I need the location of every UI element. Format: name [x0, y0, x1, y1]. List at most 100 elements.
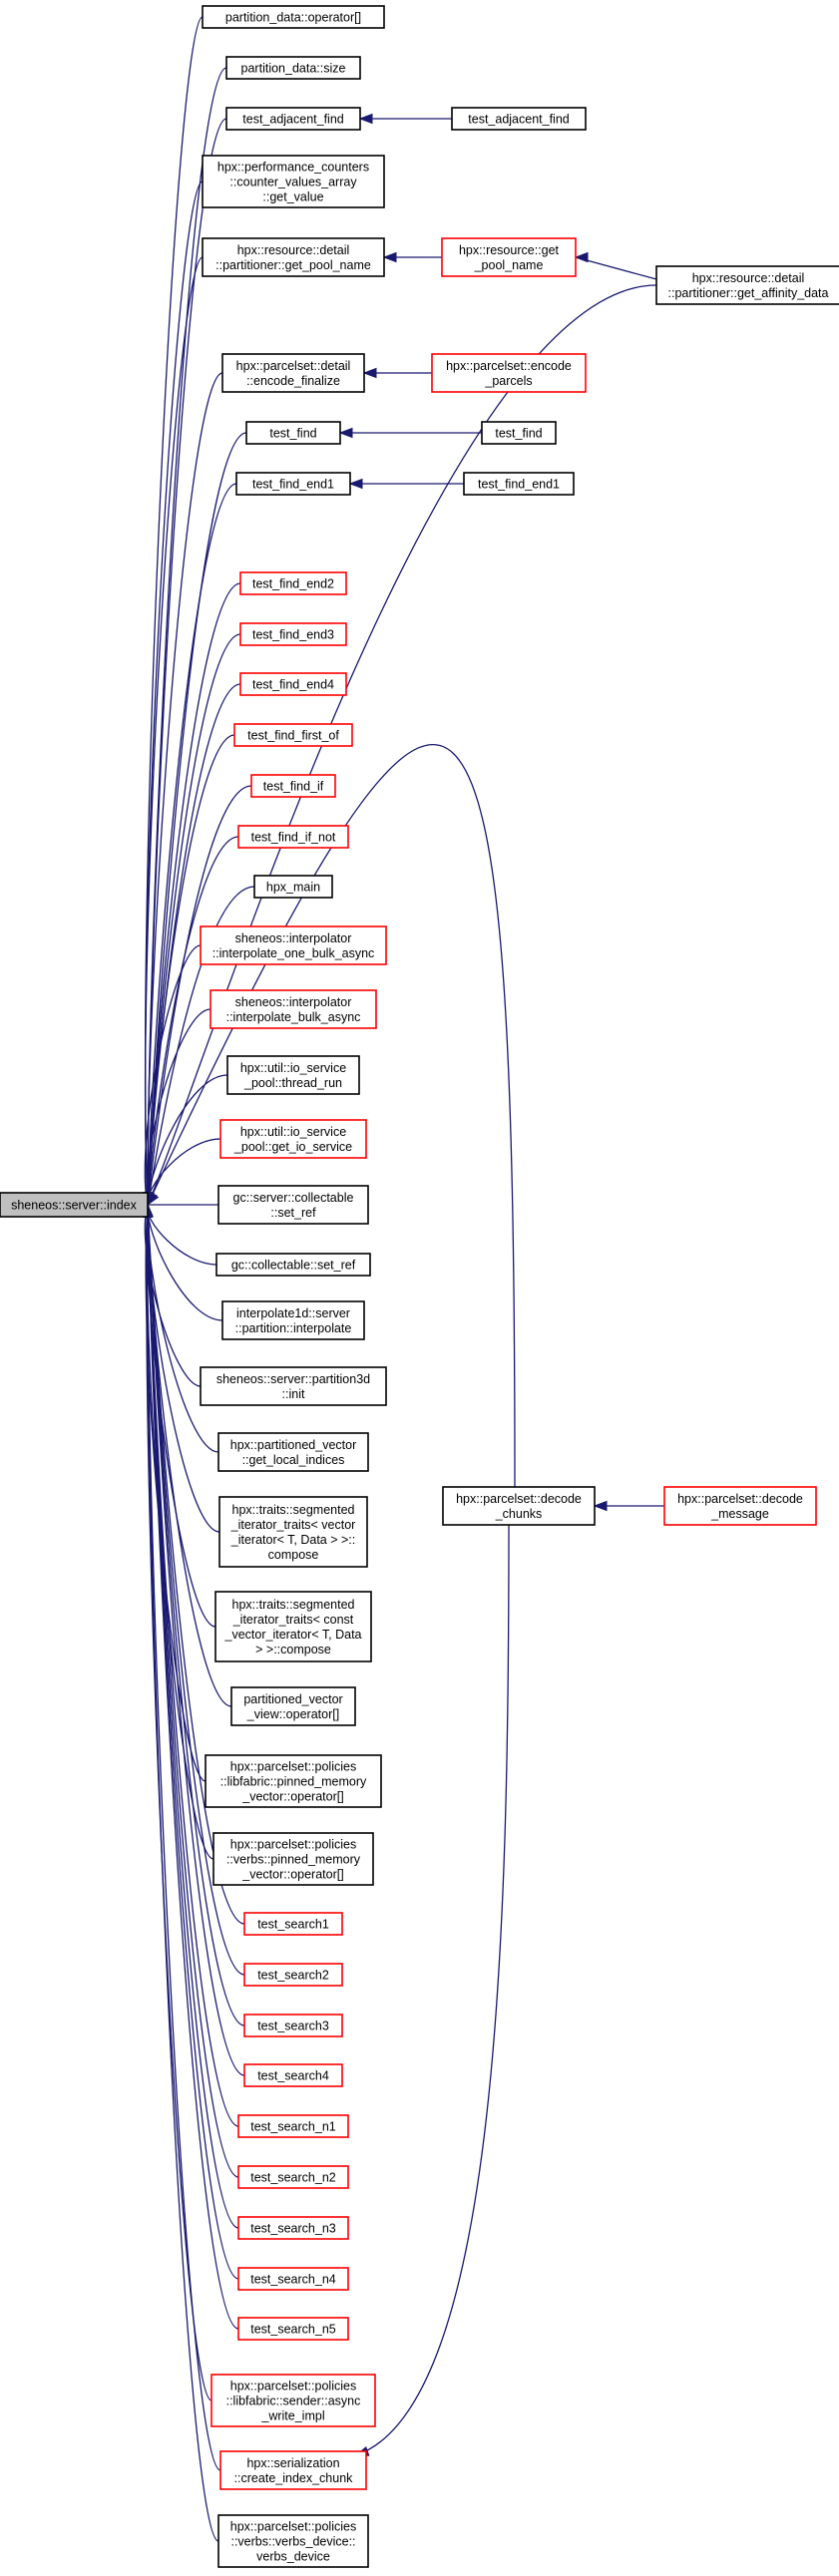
node-box — [230, 1686, 356, 1726]
node-libfabric-async-write[interactable]: hpx::parcelset::policies::libfabric::sen… — [210, 2374, 376, 2427]
edge-line — [146, 1204, 217, 1266]
node-root[interactable]: sheneos::server::index — [0, 1192, 149, 1218]
node-test-find-end3[interactable]: test_find_end3 — [239, 622, 347, 646]
node-test-adj-caller[interactable]: test_adjacent_find — [451, 107, 587, 131]
node-test-find-end4[interactable]: test_find_end4 — [239, 672, 347, 696]
node-partition-size[interactable]: partition_data::size — [225, 56, 361, 80]
node-label: test_search_n5 — [250, 2323, 336, 2337]
node-label: ::set_ref — [270, 1206, 316, 1220]
edge-n_perf_counter-to-root — [142, 181, 204, 1207]
node-box — [212, 1832, 374, 1886]
node-label: partitioned_vector — [243, 1692, 342, 1706]
node-test-find-end1[interactable]: test_find_end1 — [235, 472, 351, 496]
node-interp-bulk[interactable]: sheneos::interpolator::interpolate_bulk_… — [210, 989, 377, 1029]
node-perf-counter[interactable]: hpx::performance_counters::counter_value… — [202, 155, 385, 208]
node-box — [226, 1055, 360, 1095]
node-create-index-chunk[interactable]: hpx::serialization::create_index_chunk — [219, 2450, 367, 2490]
node-box — [217, 1185, 369, 1225]
node-decode-message[interactable]: hpx::parcelset::decode_message — [663, 1486, 817, 1526]
node-label: hpx::parcelset::policies — [230, 1838, 356, 1852]
node-verbs-pinned[interactable]: hpx::parcelset::policies::verbs::pinned_… — [212, 1832, 374, 1886]
node-label: ::partitioner::get_affinity_data — [668, 286, 829, 300]
node-label: _message — [710, 1507, 769, 1521]
node-seg-iter2[interactable]: hpx::traits::segmented_iterator_traits< … — [214, 1591, 372, 1662]
node-label: hpx::serialization — [246, 2456, 339, 2470]
node-io-get-service[interactable]: hpx::util::io_service_pool::get_io_servi… — [219, 1119, 367, 1159]
edge-line — [144, 944, 202, 1206]
node-box — [217, 2514, 369, 2568]
node-label: test_find_end1 — [252, 478, 334, 492]
node-test-find[interactable]: test_find — [245, 421, 341, 445]
node-test-search-n2[interactable]: test_search_n2 — [237, 2165, 349, 2189]
edge-n_test_find_caller-to-n_test_find — [338, 427, 482, 439]
node-partition-op[interactable]: partition_data::operator[] — [202, 5, 385, 29]
node-box — [235, 472, 351, 496]
node-box — [663, 1486, 817, 1526]
node-io-thread-run[interactable]: hpx::util::io_service_pool::thread_run — [226, 1055, 360, 1095]
node-label: test_find — [269, 427, 316, 441]
node-test-search2[interactable]: test_search2 — [243, 1963, 343, 1987]
node-box — [215, 1253, 371, 1277]
node-box — [463, 472, 575, 496]
node-label: sheneos::server::index — [11, 1199, 138, 1213]
node-test-search3[interactable]: test_search3 — [243, 2014, 343, 2037]
node-box — [221, 353, 365, 393]
node-encode-finalize[interactable]: hpx::parcelset::detail::encode_finalize — [221, 353, 365, 393]
node-hpx-main[interactable]: hpx_main — [253, 875, 333, 899]
node-label: _vector_iterator< T, Data — [224, 1628, 362, 1642]
node-test-adj[interactable]: test_adjacent_find — [225, 107, 361, 131]
node-box — [237, 2114, 349, 2138]
edge-line — [147, 836, 239, 1206]
node-box — [655, 265, 839, 305]
node-label: sheneos::server::partition3d — [216, 1372, 370, 1386]
node-seg-iter1[interactable]: hpx::traits::segmented_iterator_traits< … — [218, 1496, 368, 1568]
node-libfabric-pinned[interactable]: hpx::parcelset::policies::libfabric::pin… — [205, 1754, 382, 1808]
node-test-search-n3[interactable]: test_search_n3 — [237, 2216, 349, 2240]
node-test-find-if[interactable]: test_find_if — [250, 774, 336, 798]
node-test-find-caller[interactable]: test_find — [481, 421, 557, 445]
edge-line — [147, 1138, 221, 1206]
edge-line — [147, 1204, 245, 2076]
node-label: _chunks — [495, 1507, 543, 1521]
node-res-get-pool[interactable]: hpx::resource::get_pool_name — [441, 237, 577, 277]
node-label: ::counter_values_array — [229, 176, 357, 189]
edge-line — [147, 1204, 239, 2330]
node-test-find-end1-caller[interactable]: test_find_end1 — [463, 472, 575, 496]
node-test-find-end2[interactable]: test_find_end2 — [239, 571, 347, 595]
node-affinity[interactable]: hpx::resource::detail::partitioner::get_… — [655, 265, 839, 305]
node-gc-server-set-ref[interactable]: gc::server::collectable::set_ref — [217, 1185, 369, 1225]
node-label: _vector::operator[] — [241, 1790, 343, 1804]
node-encode-parcels[interactable]: hpx::parcelset::encode_parcels — [431, 353, 587, 393]
node-test-search1[interactable]: test_search1 — [243, 1912, 343, 1936]
node-box — [210, 989, 377, 1029]
node-label: hpx::parcelset::decode — [677, 1492, 803, 1506]
edge-line — [355, 1524, 510, 2456]
node-box — [451, 107, 587, 131]
node-test-search4[interactable]: test_search4 — [243, 2063, 343, 2087]
node-decode-chunks[interactable]: hpx::parcelset::decode_chunks — [442, 1486, 596, 1526]
node-get-pool-name[interactable]: hpx::resource::detail::partitioner::get_… — [202, 237, 385, 277]
node-partition3d-init[interactable]: sheneos::server::partition3d::init — [200, 1366, 387, 1406]
node-box — [219, 1119, 367, 1159]
node-box — [200, 1366, 387, 1406]
node-box — [0, 1192, 149, 1218]
edge-line — [146, 1008, 211, 1206]
node-test-search-n1[interactable]: test_search_n1 — [237, 2114, 349, 2138]
node-test-search-n5[interactable]: test_search_n5 — [237, 2317, 349, 2341]
edge-line — [147, 483, 237, 1206]
node-label: ::interpolate_one_bulk_async — [212, 946, 375, 960]
node-verbs-device[interactable]: hpx::parcelset::policies::verbs::verbs_d… — [217, 2514, 369, 2568]
node-interp1d[interactable]: interpolate1d::server::partition::interp… — [221, 1300, 365, 1340]
node-box — [214, 1591, 372, 1662]
node-label: hpx::performance_counters — [217, 161, 369, 175]
node-gc-set-ref[interactable]: gc::collectable::set_ref — [215, 1253, 371, 1277]
node-box — [219, 2450, 367, 2490]
node-label: hpx::parcelset::policies — [230, 2520, 356, 2534]
node-box — [239, 571, 347, 595]
node-pv-view-op[interactable]: partitioned_vector_view::operator[] — [230, 1686, 356, 1726]
node-test-find-if-not[interactable]: test_find_if_not — [237, 825, 349, 849]
node-pv-local-indices[interactable]: hpx::partitioned_vector::get_local_indic… — [217, 1432, 369, 1472]
node-interp-one-bulk[interactable]: sheneos::interpolator::interpolate_one_b… — [200, 925, 387, 965]
node-test-search-n4[interactable]: test_search_n4 — [237, 2267, 349, 2291]
node-test-find-first-of[interactable]: test_find_first_of — [233, 723, 353, 747]
